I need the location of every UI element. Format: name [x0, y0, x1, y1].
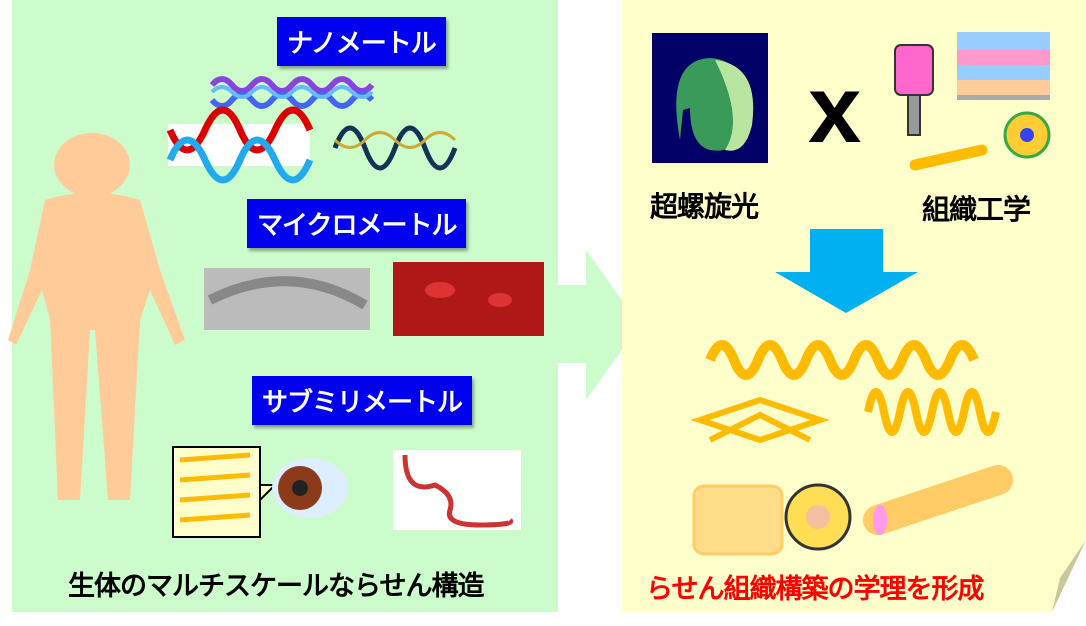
scale-label-nano: ナノメートル	[277, 17, 446, 66]
human-silhouette	[8, 133, 185, 500]
rna-helix-image	[332, 125, 458, 171]
tissue-engineering-label: 組織工学	[922, 193, 1031, 226]
dna-double-helix-image	[166, 106, 314, 184]
super-spiral-light-image	[652, 33, 768, 163]
transition-arrow	[556, 250, 640, 400]
spiral-tissue-images	[690, 340, 1013, 556]
collagen-triple-helix-image	[209, 76, 375, 109]
left-caption: 生体のマルチスケールならせん構造	[68, 571, 484, 602]
right-caption: らせん組織構築の学理を形成	[646, 574, 984, 605]
blood-vessel-image	[393, 262, 544, 336]
scale-label-submilli: サブミリメートル	[252, 376, 473, 425]
tendon-image	[393, 450, 521, 530]
down-arrow	[775, 229, 918, 313]
cornea-structure-image	[172, 446, 348, 538]
super-spiral-light-label: 超螺旋光	[650, 190, 759, 223]
multiply-symbol: x	[808, 56, 862, 163]
folded-corner	[1052, 540, 1086, 612]
scale-label-micro: マイクロメートル	[247, 199, 467, 248]
tissue-engineering-images	[894, 32, 1051, 171]
